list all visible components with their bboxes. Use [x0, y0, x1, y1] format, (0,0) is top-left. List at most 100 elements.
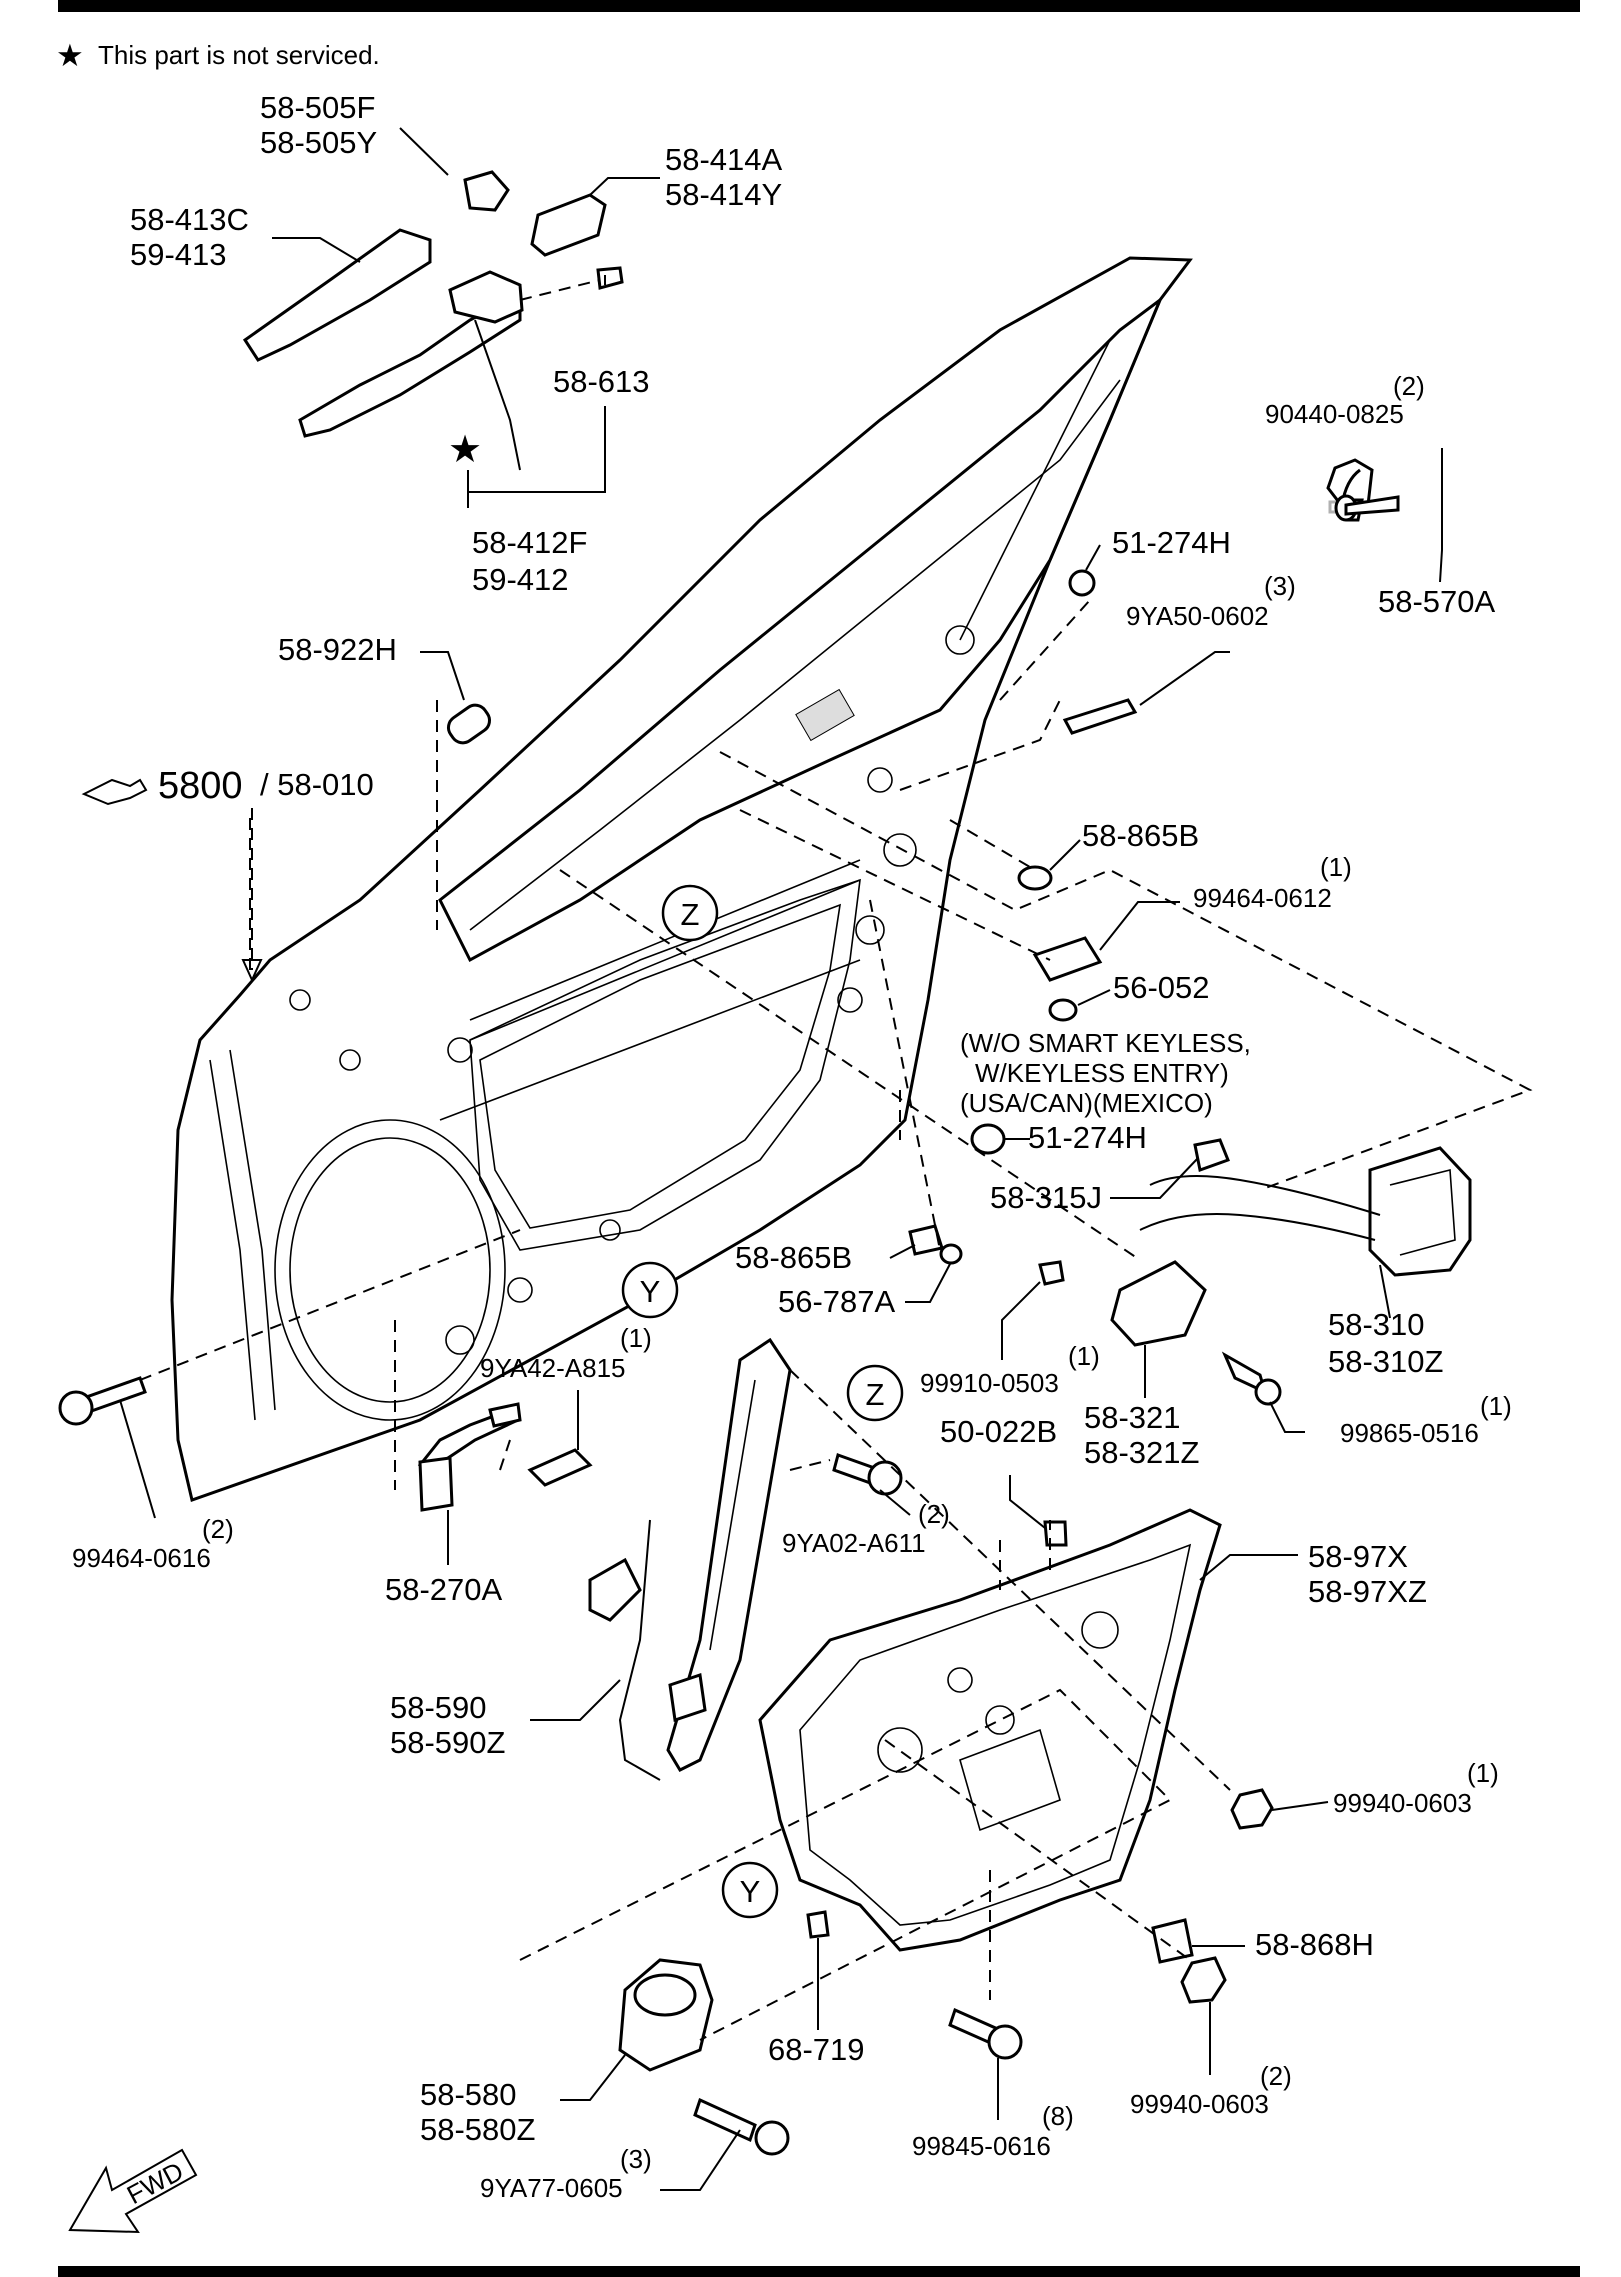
qty-99845-0616: (8) — [1042, 2101, 1074, 2131]
carrier-plate-58-97x — [758, 1508, 1222, 1952]
bolt-99464-0612 — [1032, 936, 1103, 982]
window-regulator-58-590 — [588, 1337, 792, 1781]
grommet-51-274h-lower — [970, 1123, 1006, 1155]
nut-99940-0603-upper — [1230, 1788, 1274, 1830]
label-58-321z: 58-321Z — [1084, 1435, 1199, 1470]
label-59-412: 59-412 — [472, 562, 569, 597]
nut-99940-0603-lower — [1180, 1956, 1227, 2004]
reference-sub: / 58-010 — [260, 767, 374, 802]
callout-z-lower: Z — [846, 1364, 904, 1422]
callout-y-upper: Y — [621, 1261, 679, 1319]
label-9ya42-a815: 9YA42-A815 — [480, 1353, 626, 1383]
screw-90440-0825 — [1344, 495, 1400, 516]
part-labels: 58-505F 58-505Y 58-414A 58-414Y 58-413C … — [72, 90, 1512, 2203]
seal-58-868h — [1151, 1918, 1194, 1964]
qty-9ya50-0602: (3) — [1264, 571, 1296, 601]
bolt-9ya77-0605-head — [754, 2120, 790, 2156]
cylinder-58-321 — [1110, 1260, 1207, 1347]
qty-90440-0825: (2) — [1393, 371, 1425, 401]
star-icon: ★ — [56, 38, 84, 73]
svg-text:Z: Z — [681, 897, 700, 932]
qty-99940-0603-upper: (1) — [1467, 1758, 1499, 1788]
reference-main: 5800 — [158, 765, 243, 807]
label-51-274h-lower: 51-274H — [1028, 1120, 1147, 1155]
label-58-580: 58-580 — [420, 2077, 517, 2112]
washer-56-052 — [1048, 998, 1078, 1022]
ref-arrow-head — [241, 959, 263, 983]
label-50-022b: 50-022B — [940, 1414, 1057, 1449]
label-58-865b-upper: 58-865B — [1082, 818, 1199, 853]
door-lock-58-310 — [1139, 1146, 1472, 1277]
label-58-865b-lower: 58-865B — [735, 1240, 852, 1275]
rivet-99910-0503 — [1038, 1260, 1065, 1286]
label-90440-0825: 90440-0825 — [1265, 399, 1404, 429]
door-inner-panel — [170, 256, 1193, 1502]
label-58-590z: 58-590Z — [390, 1725, 505, 1760]
label-58-570a: 58-570A — [1378, 584, 1496, 619]
label-58-97xz: 58-97XZ — [1308, 1574, 1427, 1609]
guide-lines — [139, 599, 1533, 2041]
label-58-412f: 58-412F — [472, 525, 587, 560]
leader-lines — [119, 127, 1443, 2191]
label-58-590: 58-590 — [390, 1690, 487, 1725]
not-serviced-note: This part is not serviced. — [98, 40, 380, 70]
label-58-922h: 58-922H — [278, 632, 397, 667]
label-58-613: 58-613 — [553, 364, 650, 399]
callout-y-lower: Y — [721, 1861, 779, 1919]
label-99464-0612: 99464-0612 — [1193, 883, 1332, 913]
label-56-787a: 56-787A — [778, 1284, 896, 1319]
fwd-arrow-icon: FWD — [68, 2148, 198, 2234]
screw-9ya50-0602 — [1062, 698, 1138, 735]
condition-line-1: (W/O SMART KEYLESS, — [960, 1028, 1251, 1058]
label-58-315j: 58-315J — [990, 1180, 1102, 1215]
callout-z-upper: Z — [661, 884, 719, 942]
label-51-274h-upper: 51-274H — [1112, 525, 1231, 560]
label-58-310: 58-310 — [1328, 1307, 1425, 1342]
label-68-719: 68-719 — [768, 2032, 865, 2067]
check-link-58-270a — [417, 1402, 522, 1512]
label-58-97x: 58-97X — [1308, 1539, 1408, 1574]
qty-9ya42-a815: (1) — [620, 1323, 652, 1353]
label-58-505y: 58-505Y — [260, 125, 377, 160]
svg-text:Y: Y — [640, 1274, 661, 1309]
label-99910-0503: 99910-0503 — [920, 1368, 1059, 1398]
bolt-99845-0616-head — [987, 2024, 1023, 2060]
label-99940-0603-upper: 99940-0603 — [1333, 1788, 1472, 1818]
svg-text:Z: Z — [866, 1377, 885, 1412]
pad-58-922h — [446, 703, 492, 745]
qty-99865-0516: (1) — [1480, 1391, 1512, 1421]
condition-line-2: W/KEYLESS ENTRY) — [975, 1058, 1229, 1088]
label-99865-0516: 99865-0516 — [1340, 1418, 1479, 1448]
label-58-414a: 58-414A — [665, 142, 783, 177]
label-58-414y: 58-414Y — [665, 177, 782, 212]
label-58-580z: 58-580Z — [420, 2112, 535, 2147]
condition-line-3: (USA/CAN)(MEXICO) — [960, 1088, 1213, 1118]
clip-68-719 — [806, 1910, 830, 1939]
bottom-rule — [58, 2266, 1580, 2277]
motor-58-580 — [618, 1958, 714, 2072]
label-9ya02-a611: 9YA02-A611 — [782, 1528, 926, 1558]
clip-50-022b — [1043, 1520, 1068, 1547]
label-99940-0603-lower: 99940-0603 — [1130, 2089, 1269, 2119]
qty-9ya02-a611: (2) — [918, 1499, 950, 1529]
bolt-99464-0616 — [58, 1376, 147, 1426]
label-58-868h: 58-868H — [1255, 1927, 1374, 1962]
bolt-9ya02-a611-head — [867, 1460, 903, 1496]
grommet-51-274h-upper — [1068, 569, 1096, 597]
label-58-310z: 58-310Z — [1328, 1344, 1443, 1379]
label-59-413: 59-413 — [130, 237, 227, 272]
bolt-9ya42-a815 — [527, 1448, 593, 1487]
qty-99910-0503: (1) — [1068, 1341, 1100, 1371]
label-58-270a: 58-270A — [385, 1572, 503, 1607]
label-58-413c: 58-413C — [130, 202, 249, 237]
label-99845-0616: 99845-0616 — [912, 2131, 1051, 2161]
top-rule — [58, 0, 1580, 12]
label-58-505f: 58-505F — [260, 90, 375, 125]
svg-text:FWD: FWD — [122, 2156, 188, 2210]
qty-99940-0603-lower: (2) — [1260, 2061, 1292, 2091]
qty-99464-0616: (2) — [202, 1514, 234, 1544]
label-99464-0616: 99464-0616 — [72, 1543, 211, 1573]
not-serviced-star-icon: ★ — [448, 429, 482, 471]
label-9ya50-0602: 9YA50-0602 — [1126, 601, 1269, 631]
